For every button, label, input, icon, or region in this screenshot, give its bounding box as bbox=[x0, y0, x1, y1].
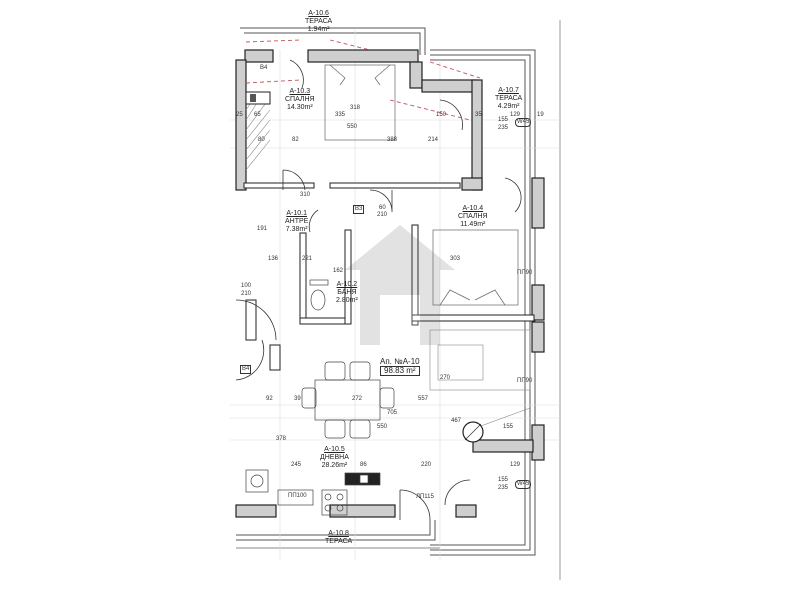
dim: 550 bbox=[347, 124, 358, 130]
dim: 150 bbox=[436, 112, 447, 118]
dim: 550 bbox=[377, 424, 388, 430]
dim: 378 bbox=[276, 436, 287, 442]
dim: 318 bbox=[350, 105, 361, 111]
dim: 19 bbox=[537, 112, 544, 118]
window-tag: W45 bbox=[515, 480, 532, 489]
watermark-logo bbox=[345, 225, 455, 345]
dim: 235 bbox=[498, 125, 509, 131]
dim: 210 bbox=[377, 212, 388, 218]
dim: 129 bbox=[510, 112, 521, 118]
dim: 335 bbox=[335, 112, 346, 118]
dim: 39 bbox=[294, 396, 301, 402]
dim: 272 bbox=[352, 396, 363, 402]
dim: 155 bbox=[498, 117, 509, 123]
door-tag: B4 bbox=[260, 65, 268, 71]
dim: 245 bbox=[291, 462, 302, 468]
apartment-area: 98.83 m² bbox=[380, 366, 420, 376]
dim: 155 bbox=[503, 424, 514, 430]
dim: 65 bbox=[254, 112, 261, 118]
dim: 25 bbox=[236, 112, 243, 118]
apartment-label: Ап. №А-10 98.83 m² bbox=[380, 357, 420, 376]
dim: 235 bbox=[498, 485, 509, 491]
dim: 310 bbox=[300, 192, 311, 198]
window-tag: W45 bbox=[515, 118, 532, 127]
dim: 210 bbox=[241, 291, 252, 297]
kitchen-tag: ПП100 bbox=[288, 493, 307, 499]
dim: 705 bbox=[387, 410, 398, 416]
dim: 220 bbox=[421, 462, 432, 468]
dim: 100 bbox=[241, 283, 252, 289]
dim: 388 bbox=[387, 137, 398, 143]
dim: 129 bbox=[510, 462, 521, 468]
dim: 92 bbox=[266, 396, 273, 402]
dim: 303 bbox=[450, 256, 461, 262]
dim: 221 bbox=[302, 256, 313, 262]
dim: 35 bbox=[475, 112, 482, 118]
door-tag: B4 bbox=[240, 365, 252, 374]
dim: 136 bbox=[268, 256, 279, 262]
door-tag: ЛП115 bbox=[416, 494, 434, 500]
dim: 60 bbox=[379, 205, 386, 211]
dim: 155 bbox=[498, 477, 509, 483]
dim: 214 bbox=[428, 137, 439, 143]
door-tag: ПП90 bbox=[517, 378, 533, 384]
dim: 467 bbox=[451, 418, 462, 424]
dim: 162 bbox=[333, 268, 344, 274]
dim: 80 bbox=[258, 137, 265, 143]
dim: 191 bbox=[257, 226, 268, 232]
door-tag: B3 bbox=[353, 205, 365, 214]
dim: 86 bbox=[360, 462, 367, 468]
dim: 82 bbox=[292, 137, 299, 143]
door-tag: ПП90 bbox=[517, 270, 533, 276]
dim: 557 bbox=[418, 396, 429, 402]
dim: 270 bbox=[440, 375, 451, 381]
